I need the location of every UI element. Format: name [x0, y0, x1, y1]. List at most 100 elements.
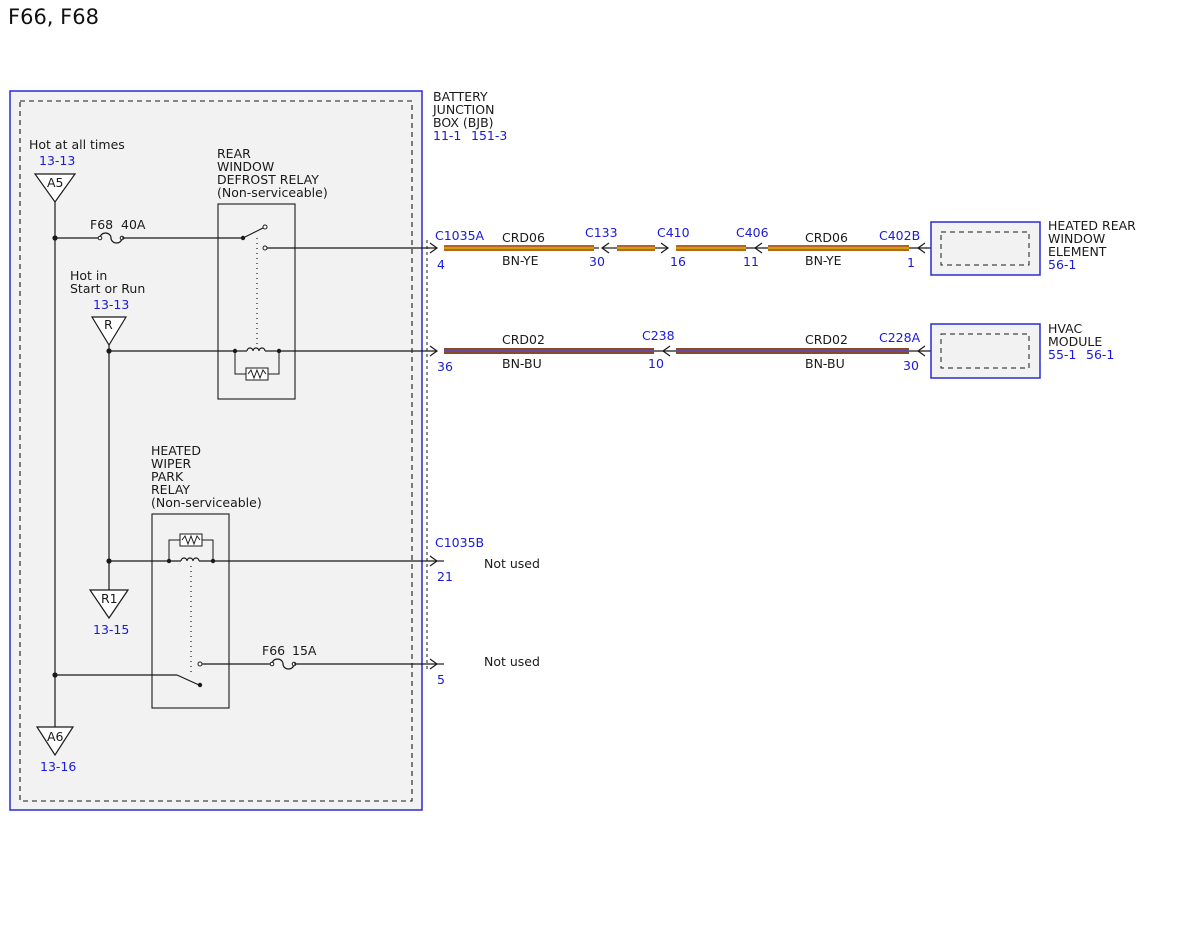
f66-fuse-rating: 15A: [292, 643, 317, 658]
r1-page-ref: 13-15: [93, 622, 129, 637]
defrost-relay-label-line4: (Non-serviceable): [217, 185, 328, 200]
heated-rear-page-ref: 56-1: [1048, 257, 1076, 272]
c410-connector-label: C410: [657, 225, 690, 240]
heated-rear-label-line3: ELEMENT: [1048, 244, 1107, 259]
hvac-module-box: [930, 323, 1041, 379]
crd02-color-right: BN-BU: [805, 356, 845, 371]
c1035a-pin-36-arrow: [429, 345, 439, 357]
hot-in-run-label-line2: Start or Run: [70, 281, 145, 296]
heated-rear-window-element-box: [930, 221, 1041, 276]
wiper-relay-label-line3: PARK: [151, 469, 184, 484]
heated-rear-label-line2: WINDOW: [1048, 231, 1105, 246]
c402b-arrow: [916, 242, 926, 254]
wiper-switch-contact: [197, 661, 203, 667]
f66-fuse-name: F66: [262, 643, 285, 658]
a6-feed-triangle: [35, 726, 75, 757]
crd06-circuit-left: CRD06: [502, 230, 545, 245]
f66-terminal-a: [269, 661, 275, 667]
wiper-resistor-zigzag: [181, 534, 201, 546]
r1-feed-label: R1: [101, 591, 118, 606]
c410-arrow: [660, 242, 670, 254]
hvac-page-ref-2: 56-1: [1086, 347, 1114, 362]
c1035a-connector-label: C1035A: [435, 228, 485, 243]
bjb-label-line2: JUNCTION: [432, 102, 494, 117]
r-page-ref: 13-13: [93, 297, 129, 312]
c1035a-pin-4: 4: [437, 257, 445, 272]
f68-fuse-name: F68: [90, 217, 113, 232]
crd02-circuit-right: CRD02: [805, 332, 848, 347]
r-feed-triangle: [90, 316, 128, 347]
battery-junction-box: [9, 90, 423, 811]
a6-feed-label: A6: [47, 729, 64, 744]
hvac-module-inner-dashed: [940, 333, 1030, 369]
a5-feed-label: A5: [47, 175, 64, 190]
defrost-relay-box: [217, 203, 296, 400]
bjb-ref-1: 11-1: [433, 128, 461, 143]
wiper-switch-pivot: [197, 682, 203, 688]
c1035b-pin-5: 5: [437, 672, 445, 687]
wiper-relay-label-line2: WIPER: [151, 456, 191, 471]
c228a-pin: 30: [903, 358, 919, 373]
wiper-switch-blade: [176, 674, 200, 686]
wire-crd02-segment-1: [444, 348, 654, 354]
c402b-pin: 1: [907, 255, 915, 270]
defrost-switch-contact-nc: [262, 224, 268, 230]
c133-connector-label: C133: [585, 225, 618, 240]
c406-connector-label: C406: [736, 225, 769, 240]
a5-feed-triangle: [33, 173, 77, 204]
wiper-relay-label-line4: RELAY: [151, 482, 190, 497]
defrost-relay-label-line2: WINDOW: [217, 159, 274, 174]
bjb-inner-dashed: [19, 100, 413, 802]
wiper-relay-label-line1: HEATED: [151, 443, 201, 458]
c228a-connector-label: C228A: [879, 330, 921, 345]
r-feed-label: R: [104, 317, 113, 332]
c406-pin: 11: [743, 254, 759, 269]
c410-pin: 16: [670, 254, 686, 269]
crd06-color-right: BN-YE: [805, 253, 842, 268]
wiper-relay-label-line5: (Non-serviceable): [151, 495, 262, 510]
pin-21-not-used: Not used: [484, 556, 540, 571]
f68-fuse-icon: [99, 232, 123, 244]
c228a-arrow: [916, 345, 926, 357]
crd02-color-left: BN-BU: [502, 356, 542, 371]
hvac-page-ref-1: 55-1: [1048, 347, 1076, 362]
page-title: F66, F68: [8, 5, 99, 29]
defrost-resistor-zigzag: [247, 368, 267, 380]
c406-arrow: [753, 242, 763, 254]
heated-rear-label-line1: HEATED REAR: [1048, 218, 1136, 233]
f68-fuse-rating: 40A: [121, 217, 146, 232]
wiper-coil-terminal-a: [166, 558, 172, 564]
defrost-relay-label-line3: DEFROST RELAY: [217, 172, 319, 187]
defrost-relay-label-line1: REAR: [217, 146, 251, 161]
wire-crd02-segment-2: [676, 348, 909, 354]
c238-pin: 10: [648, 356, 664, 371]
wire-crd06-segment-4: [768, 245, 909, 251]
wire-crd06-segment-3: [676, 245, 746, 251]
c1035a-pin-36: 36: [437, 359, 453, 374]
hvac-label-line2: MODULE: [1048, 334, 1102, 349]
c1035b-pin-21: 21: [437, 569, 453, 584]
c238-arrow: [661, 345, 671, 357]
hot-at-all-times-label: Hot at all times: [29, 137, 125, 152]
c238-connector-label: C238: [642, 328, 675, 343]
bjb-outline: [9, 90, 423, 811]
crd02-circuit-left: CRD02: [502, 332, 545, 347]
c402b-connector-label: C402B: [879, 228, 920, 243]
hot-in-run-label-line1: Hot in: [70, 268, 107, 283]
wiper-coil-terminal-b: [210, 558, 216, 564]
c1035b-connector-label: C1035B: [435, 535, 484, 550]
wire-crd06-segment-2: [617, 245, 655, 251]
wiper-relay-box: [151, 513, 230, 709]
bjb-label-line3: BOX (BJB): [433, 115, 494, 130]
c133-pin: 30: [589, 254, 605, 269]
defrost-coil-icon: [246, 347, 266, 352]
defrost-switch-blade: [242, 227, 264, 239]
hvac-label-line1: HVAC: [1048, 321, 1082, 336]
bjb-ref-2: 151-3: [471, 128, 507, 143]
defrost-switch-contact-no: [262, 245, 268, 251]
bjb-label-line1: BATTERY: [433, 89, 488, 104]
crd06-circuit-right: CRD06: [805, 230, 848, 245]
r1-feed-triangle: [88, 589, 130, 620]
c1035a-pin-arrow: [429, 242, 439, 254]
